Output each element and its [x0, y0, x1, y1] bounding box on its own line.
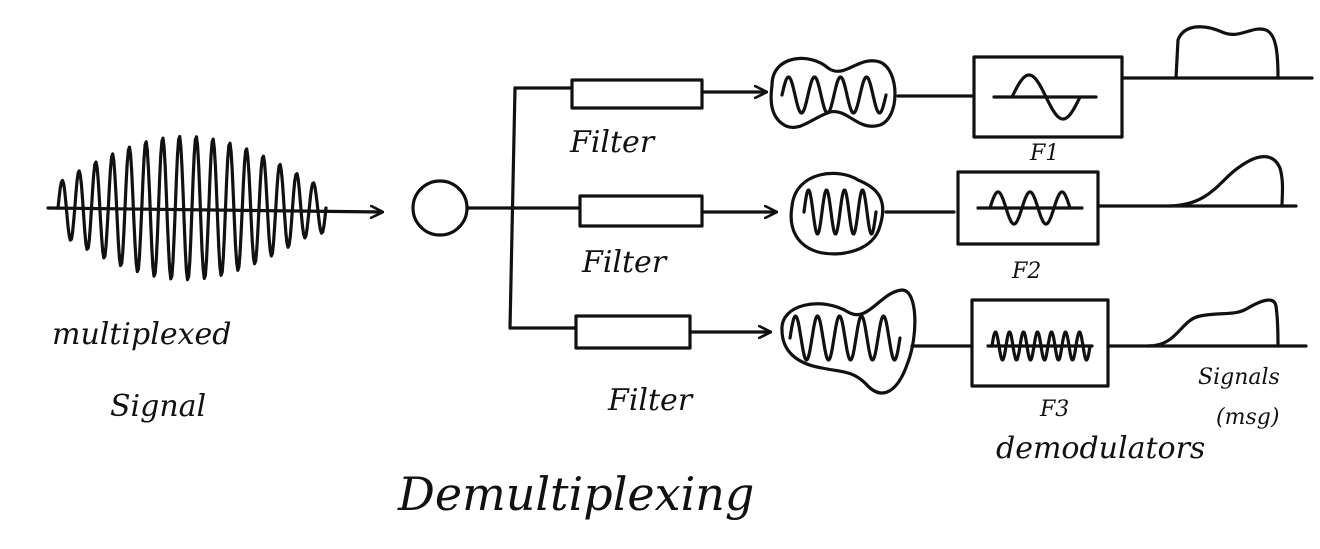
bandpass-wave-2	[802, 188, 878, 236]
filter-label-2: Filter	[581, 245, 668, 280]
bandpass-blob-3	[780, 288, 917, 395]
bandpass-blob-1	[769, 56, 897, 129]
filter-box-2	[578, 194, 704, 228]
bandpass-wave-1	[780, 75, 888, 115]
filter-box-3	[574, 314, 692, 350]
filter-label-1: Filter	[569, 125, 656, 160]
output-label-line2: (msg)	[1216, 405, 1279, 430]
carrier-label-1: F1	[1029, 141, 1059, 166]
channel-1	[513, 25, 1314, 139]
multiplexed-signal-waveform	[56, 134, 328, 282]
output-label-line1: Signals	[1198, 365, 1280, 390]
demodulators-label: demodulators	[996, 431, 1205, 466]
demodulator-box-1	[972, 55, 1124, 139]
branch-bus	[508, 86, 517, 330]
demod-carrier-wave-3	[990, 330, 1092, 362]
input-axis	[46, 208, 382, 212]
output-envelope-2	[1168, 155, 1285, 208]
input-label-line2: Signal	[110, 389, 206, 424]
carrier-label-3: F3	[1039, 397, 1069, 422]
output-envelope-3	[1146, 298, 1280, 348]
input-label-line1: multiplexed	[52, 317, 231, 352]
carrier-label-2: F2	[1011, 259, 1041, 284]
bandpass-wave-3	[788, 314, 902, 362]
splitter-node	[411, 179, 469, 237]
channel-2	[513, 155, 1298, 256]
diagram-title: Demultiplexing	[397, 467, 754, 521]
demodulator-box-3	[970, 298, 1110, 388]
filter-box-1	[570, 78, 704, 110]
output-envelope-1	[1174, 25, 1280, 80]
demodulator-box-2	[956, 170, 1100, 246]
demod-carrier-wave-1	[1010, 73, 1082, 121]
demod-carrier-wave-2	[988, 190, 1072, 226]
filter-label-3: Filter	[607, 383, 694, 418]
bandpass-blob-2	[789, 171, 885, 256]
channel-3	[508, 288, 1308, 395]
